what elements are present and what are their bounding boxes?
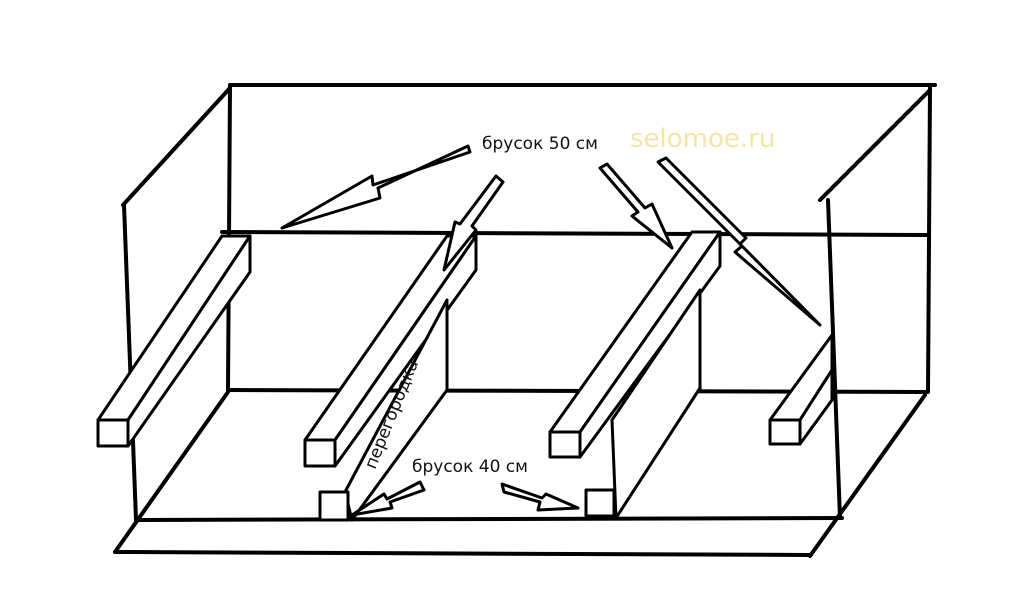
watermark: selomoe.ru: [630, 124, 775, 154]
arrow-1: [280, 144, 472, 230]
arrow-5: [350, 480, 426, 517]
arrow-6: [500, 482, 580, 512]
arrow-2: [442, 174, 505, 272]
top-beam-label: брусок 50 см: [482, 134, 598, 154]
arrows-bottom: [350, 480, 580, 517]
beam-2: [303, 234, 478, 468]
arrows-top: [280, 144, 822, 327]
arrow-3: [598, 162, 674, 250]
bottom-beam-label: брусок 40 см: [412, 457, 528, 477]
partition-2: [584, 288, 702, 520]
arrow-4: [656, 156, 822, 327]
beam-4: [768, 333, 834, 446]
beam-3: [548, 230, 722, 459]
beam-1: [96, 234, 252, 448]
box-frame: [113, 83, 937, 558]
partition-1: [318, 298, 449, 522]
